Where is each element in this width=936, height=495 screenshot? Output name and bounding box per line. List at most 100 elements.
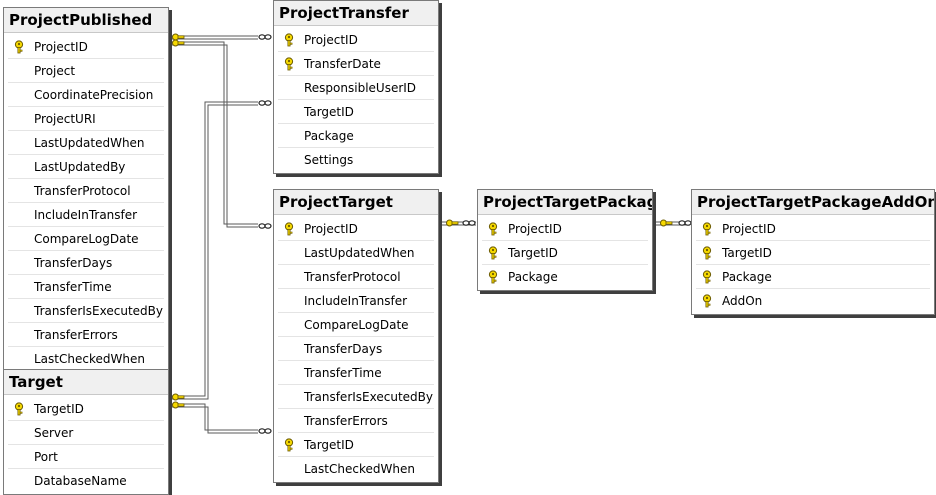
column-name: LastUpdatedWhen xyxy=(304,245,415,260)
column-name: Project xyxy=(34,63,76,78)
column-name: IncludeInTransfer xyxy=(34,207,138,222)
column-row[interactable]: ProjectID xyxy=(696,217,930,241)
rel-target-transfer xyxy=(170,101,258,397)
column-row[interactable]: LastCheckedWhen xyxy=(278,457,434,480)
column-name: Package xyxy=(508,269,558,284)
column-row[interactable]: ProjectID xyxy=(278,217,434,241)
column-name: Settings xyxy=(304,152,354,167)
column-name: TransferTime xyxy=(34,279,112,294)
column-name: TransferDays xyxy=(304,341,383,356)
column-row[interactable]: DatabaseName xyxy=(8,469,164,492)
column-name: ProjectID xyxy=(304,221,358,236)
key-icon xyxy=(696,293,718,308)
column-row[interactable]: TargetID xyxy=(278,433,434,457)
column-row[interactable]: ProjectURI xyxy=(8,107,164,131)
column-name: TransferProtocol xyxy=(304,269,401,284)
column-row[interactable]: CompareLogDate xyxy=(278,313,434,337)
column-row[interactable]: IncludeInTransfer xyxy=(8,203,164,227)
key-icon xyxy=(8,401,30,416)
column-row[interactable]: TransferTime xyxy=(278,361,434,385)
column-name: IncludeInTransfer xyxy=(304,293,408,308)
column-name: LastCheckedWhen xyxy=(34,351,145,366)
column-name: TargetID xyxy=(34,401,84,416)
column-name: Package xyxy=(722,269,772,284)
column-row[interactable]: AddOn xyxy=(696,289,930,312)
column-row[interactable]: TransferDays xyxy=(278,337,434,361)
column-row[interactable]: LastCheckedWhen xyxy=(8,347,164,370)
table-title[interactable]: Target xyxy=(4,370,168,395)
column-row[interactable]: Project xyxy=(8,59,164,83)
column-row[interactable]: ProjectID xyxy=(278,28,434,52)
column-name: ProjectID xyxy=(722,221,776,236)
column-name: TransferProtocol xyxy=(34,183,131,198)
column-row[interactable]: Package xyxy=(696,265,930,289)
column-row[interactable]: Package xyxy=(278,124,434,148)
column-row[interactable]: IncludeInTransfer xyxy=(278,289,434,313)
column-row[interactable]: LastUpdatedBy xyxy=(8,155,164,179)
column-row[interactable]: CoordinatePrecision xyxy=(8,83,164,107)
table-title[interactable]: ProjectTarget xyxy=(274,190,438,215)
column-row[interactable]: TargetID xyxy=(482,241,648,265)
column-row[interactable]: Settings xyxy=(278,148,434,171)
column-name: TransferErrors xyxy=(304,413,388,428)
table-title[interactable]: ProjectTargetPackageAddOn xyxy=(692,190,934,215)
key-icon xyxy=(696,245,718,260)
column-name: ProjectURI xyxy=(34,111,96,126)
column-row[interactable]: Port xyxy=(8,445,164,469)
column-row[interactable]: TransferDays xyxy=(8,251,164,275)
key-icon xyxy=(482,221,504,236)
column-name: DatabaseName xyxy=(34,473,127,488)
key-icon xyxy=(278,221,300,236)
column-row[interactable]: TargetID xyxy=(8,397,164,421)
column-name: ResponsibleUserID xyxy=(304,80,417,95)
column-name: TransferDays xyxy=(34,255,113,270)
key-icon xyxy=(482,245,504,260)
column-name: Package xyxy=(304,128,354,143)
column-name: Port xyxy=(34,449,58,464)
table-title[interactable]: ProjectTargetPackage xyxy=(478,190,652,215)
column-row[interactable]: CompareLogDate xyxy=(8,227,164,251)
column-row[interactable]: TargetID xyxy=(278,100,434,124)
column-name: ProjectID xyxy=(304,32,358,47)
column-row[interactable]: TransferIsExecutedBy xyxy=(278,385,434,409)
column-name: CoordinatePrecision xyxy=(34,87,154,102)
column-row[interactable]: TransferProtocol xyxy=(8,179,164,203)
column-row[interactable]: ResponsibleUserID xyxy=(278,76,434,100)
column-row[interactable]: LastUpdatedWhen xyxy=(278,241,434,265)
column-row[interactable]: TransferDate xyxy=(278,52,434,76)
rel-target-projecttarget xyxy=(170,403,258,431)
column-row[interactable]: Server xyxy=(8,421,164,445)
column-name: TargetID xyxy=(508,245,558,260)
column-row[interactable]: TransferErrors xyxy=(278,409,434,433)
column-row[interactable]: Package xyxy=(482,265,648,288)
column-row[interactable]: TransferProtocol xyxy=(278,265,434,289)
column-row[interactable]: ProjectID xyxy=(482,217,648,241)
column-name: LastCheckedWhen xyxy=(304,461,415,476)
rel-published-target xyxy=(170,41,258,225)
table-title[interactable]: ProjectPublished xyxy=(4,8,168,33)
column-row[interactable]: ProjectID xyxy=(8,35,164,59)
column-row[interactable]: TransferTime xyxy=(8,275,164,299)
column-name: CompareLogDate xyxy=(34,231,139,246)
column-row[interactable]: TransferErrors xyxy=(8,323,164,347)
column-row[interactable]: TransferIsExecutedBy xyxy=(8,299,164,323)
column-row[interactable]: TargetID xyxy=(696,241,930,265)
column-name: AddOn xyxy=(722,293,763,308)
key-icon xyxy=(482,269,504,284)
column-name: ProjectID xyxy=(34,39,88,54)
column-name: TransferIsExecutedBy xyxy=(34,303,163,318)
table-title[interactable]: ProjectTransfer xyxy=(274,1,438,26)
column-name: LastUpdatedBy xyxy=(34,159,126,174)
column-row[interactable]: LastUpdatedWhen xyxy=(8,131,164,155)
